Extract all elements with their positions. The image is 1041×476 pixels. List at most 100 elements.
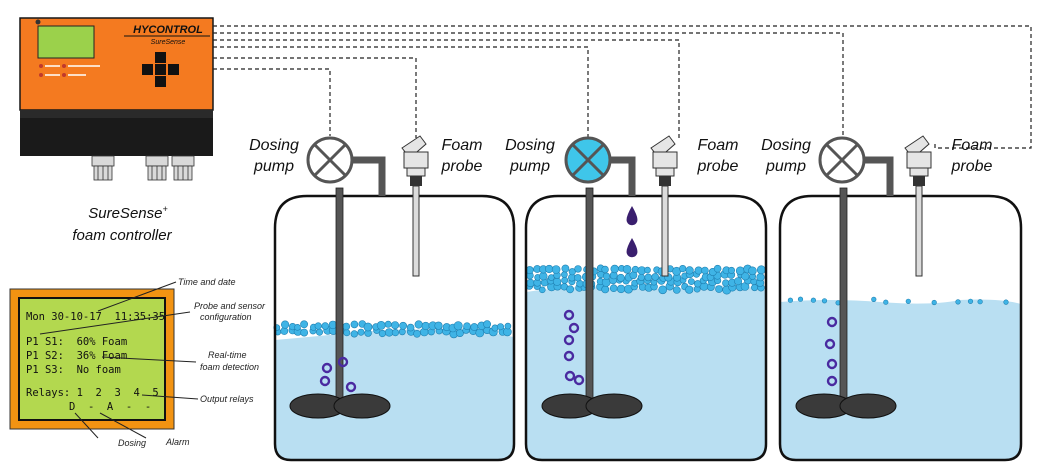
- foam-probe-icon: [650, 135, 678, 277]
- pump-label-line2: pump: [765, 158, 806, 175]
- probe-label-line1: Foam: [698, 137, 739, 154]
- agitator-shaft: [839, 187, 848, 403]
- air-bubbles: [563, 309, 585, 386]
- cable-glands: [91, 155, 195, 181]
- callout-time-date: Time and date: [178, 277, 235, 287]
- foam-bubble: [504, 322, 512, 330]
- callout-dosing: Dosing: [118, 438, 146, 448]
- agitator-blade-right: [333, 393, 391, 419]
- lcd-line-relays: Relays: 1 2 3 4 5: [26, 387, 159, 399]
- foam-bubble: [483, 320, 491, 329]
- left-key: [142, 64, 153, 75]
- callout-realtime-2: foam detection: [200, 362, 259, 372]
- air-bubbles: [319, 356, 357, 393]
- tank-wall: [524, 194, 768, 462]
- tank-liquid: [275, 329, 514, 460]
- callout-probe-config-2: configuration: [200, 312, 252, 322]
- foam-bubble: [363, 322, 373, 332]
- callout-probe-config-1: Probe and sensor: [194, 301, 266, 311]
- foam-bubble: [434, 321, 443, 330]
- foam-bubble: [300, 320, 308, 329]
- foam-bubble: [693, 280, 702, 288]
- foam-bubble: [406, 323, 415, 332]
- foam-bubble: [672, 286, 681, 294]
- foam-bubble: [955, 299, 961, 305]
- foam-bubble: [300, 328, 309, 337]
- foam-bubble: [496, 323, 504, 331]
- dosing-pipe: [864, 156, 894, 196]
- foam-bubble: [384, 320, 392, 328]
- foam-bubble: [294, 323, 301, 331]
- foam-bubble: [453, 321, 463, 331]
- pump-label-line1: Dosing: [249, 137, 299, 154]
- air-bubbles: [824, 316, 838, 387]
- foam-layer: [525, 264, 766, 295]
- foam-bubble: [421, 321, 430, 331]
- callout-lines: [39, 281, 199, 439]
- foam-bubble: [574, 265, 582, 273]
- foam-bubble: [787, 297, 794, 303]
- foam-bubble: [685, 285, 694, 294]
- foam-bubble: [748, 266, 757, 276]
- foam-bubble: [688, 278, 695, 285]
- foam-bubble: [463, 322, 471, 331]
- lcd-display: Mon 30-10-17 11:35:35 P1 S1: 60% Foam P1…: [9, 288, 175, 430]
- foam-bubble: [751, 284, 759, 292]
- keypad: [142, 52, 179, 87]
- lcd-line-s3: P1 S3: No foam: [26, 364, 121, 376]
- foam-bubble: [637, 273, 646, 282]
- model-name: SureSense: [151, 39, 186, 46]
- dosing-pipe: [352, 156, 386, 196]
- probe-label-line1: Foam: [952, 137, 993, 154]
- foam-bubble: [756, 273, 765, 282]
- foam-bubble: [538, 286, 546, 294]
- tank-liquid: [780, 299, 1021, 460]
- agitator-blade-right: [585, 393, 643, 419]
- foam-bubble: [321, 322, 329, 330]
- controller-screen: [37, 25, 95, 59]
- tank-liquid: [526, 285, 766, 460]
- lcd-line-datetime: Mon 30-10-17 11:35:35: [26, 311, 165, 323]
- tank-wall: [778, 194, 1023, 462]
- foam-bubble: [414, 320, 423, 329]
- foam-bubble: [602, 272, 611, 280]
- foam-layer: [787, 296, 1009, 306]
- foam-bubble: [821, 298, 828, 304]
- foam-bubble: [644, 273, 653, 282]
- foam-bubble: [601, 285, 610, 294]
- foam-bubble: [931, 299, 937, 306]
- foam-bubble: [343, 329, 351, 337]
- foam-bubble: [398, 328, 406, 336]
- signal-wires: [213, 25, 1032, 149]
- lcd-line-s2: P1 S2: 36% Foam: [26, 350, 127, 362]
- foam-bubble: [810, 297, 817, 303]
- lcd-line-relay-states: D - A - -: [69, 401, 151, 413]
- foam-bubble: [281, 320, 290, 329]
- probe-label-line2: probe: [951, 158, 993, 175]
- foam-probe-icon: [401, 135, 429, 277]
- probe-label-line2: probe: [697, 158, 739, 175]
- indicator-icon: [35, 19, 41, 25]
- foam-bubble: [871, 296, 877, 303]
- pump-label-line1: Dosing: [505, 137, 555, 154]
- foam-bubble: [722, 279, 730, 287]
- pump-label-line1: Dosing: [761, 137, 811, 154]
- foam-bubble: [1003, 299, 1009, 305]
- foam-bubble: [413, 329, 421, 338]
- foam-bubble: [622, 264, 632, 274]
- foam-bubble: [376, 320, 386, 330]
- foam-bubble: [470, 323, 479, 331]
- foam-bubble: [314, 322, 322, 330]
- foam-bubble: [905, 298, 911, 304]
- foam-bubble: [399, 321, 407, 330]
- tank-1: Dosing pump Foam probe: [249, 135, 516, 462]
- pump-label-line2: pump: [253, 158, 294, 175]
- foam-bubble: [551, 265, 561, 274]
- foam-bubble: [727, 266, 735, 274]
- foam-bubble: [561, 271, 568, 278]
- probe-label-line1: Foam: [442, 137, 483, 154]
- foam-bubble: [350, 320, 359, 329]
- foam-bubble: [561, 276, 569, 284]
- foam-bubble: [475, 328, 485, 338]
